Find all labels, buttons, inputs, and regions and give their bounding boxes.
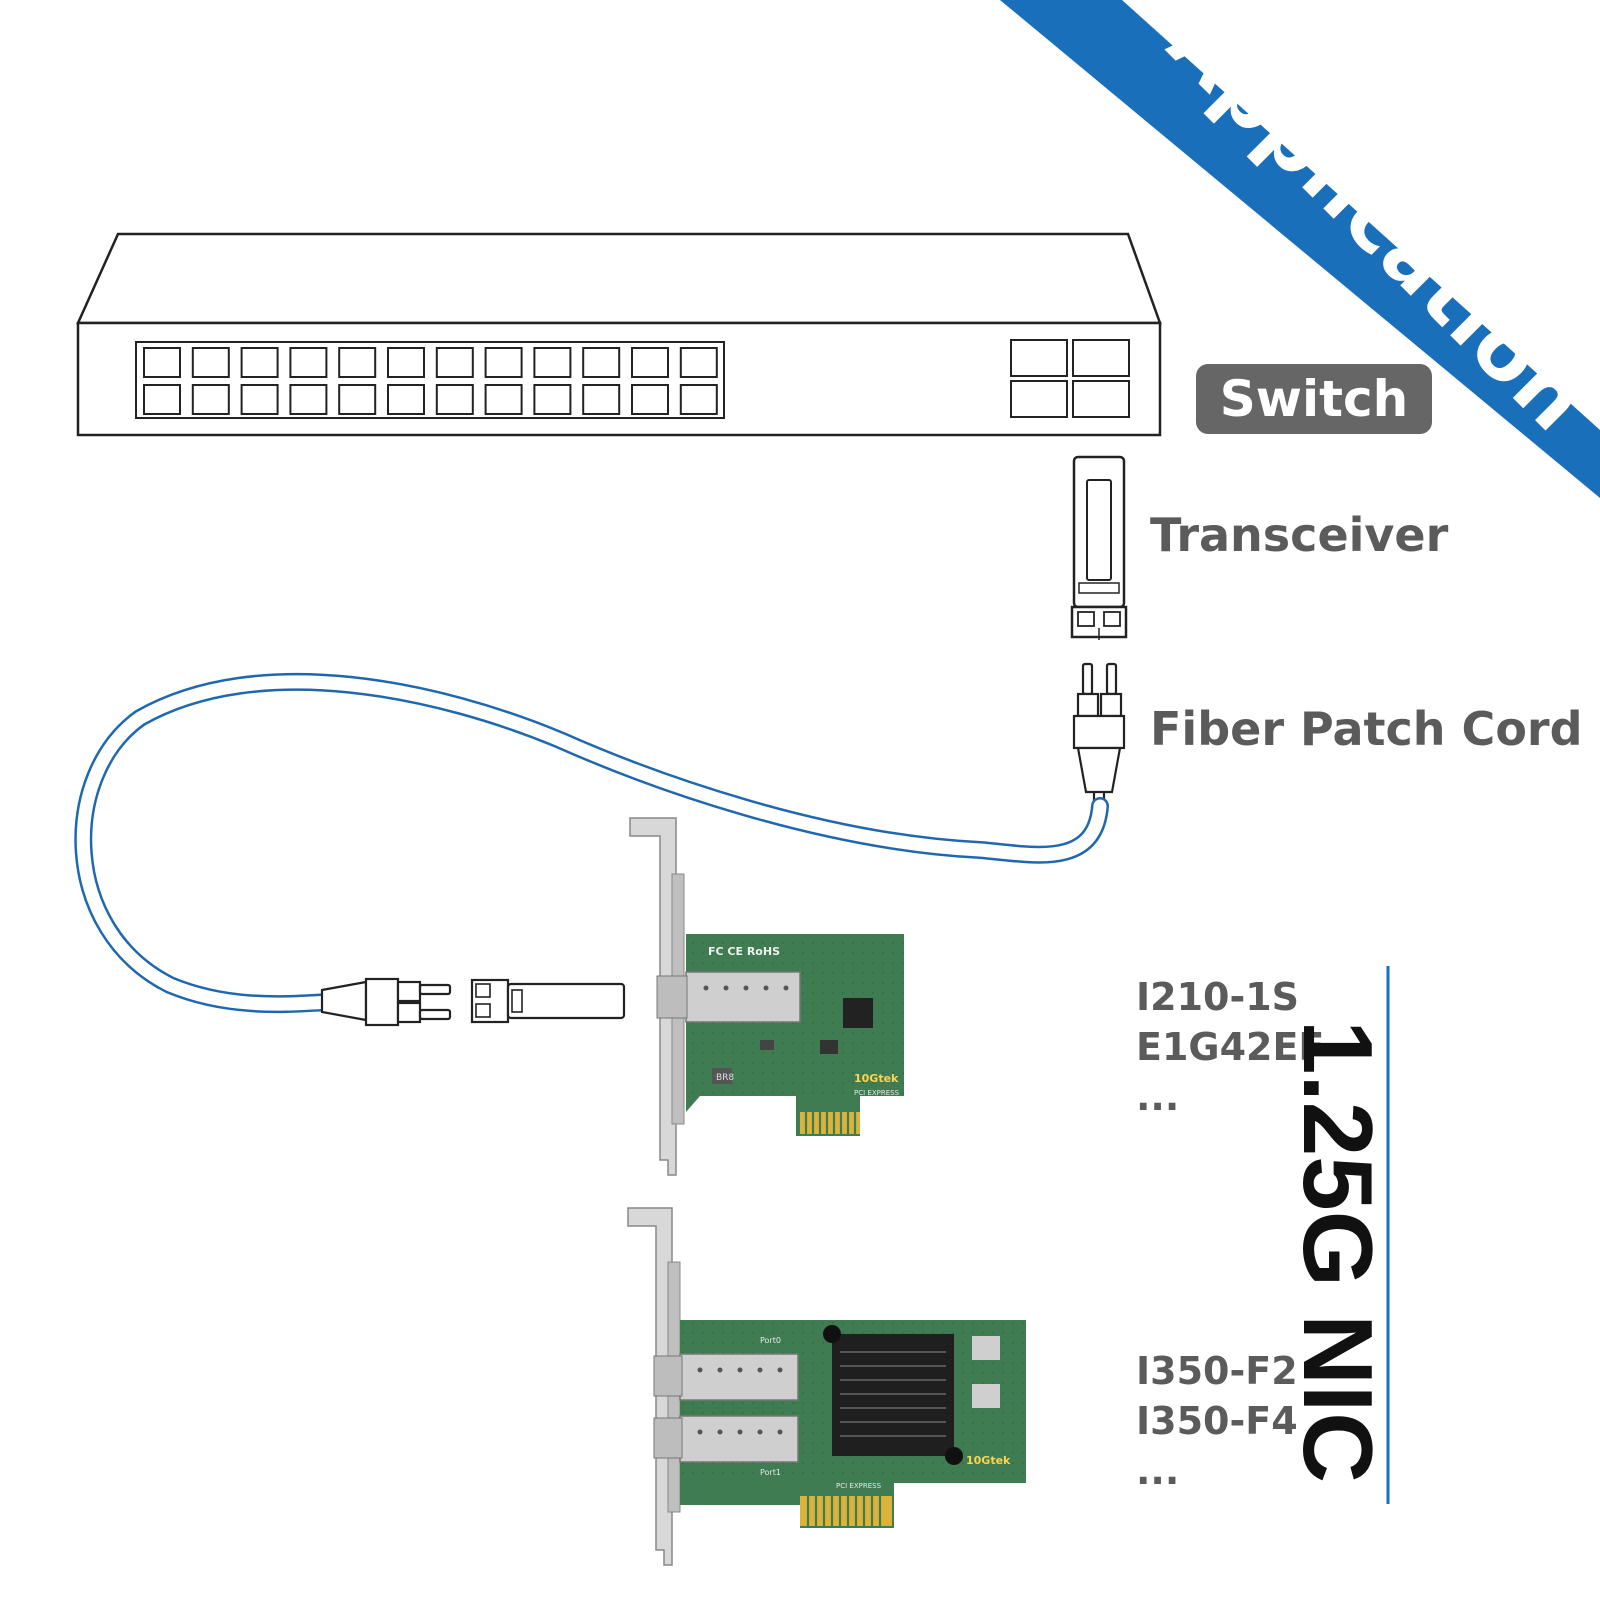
brand-mark: 10Gtek xyxy=(854,1072,899,1085)
switch-label: Switch xyxy=(1196,364,1432,434)
switch-port xyxy=(387,347,425,378)
nic-section-title: 1.25G NIC xyxy=(1283,1020,1393,1483)
switch-port xyxy=(679,347,718,378)
port1-mark: Port1 xyxy=(760,1468,781,1477)
transceiver-icon xyxy=(1070,455,1128,640)
switch-port xyxy=(289,384,328,415)
switch-port xyxy=(582,347,621,378)
switch-port xyxy=(240,347,279,378)
lc-connector-bottom-icon xyxy=(320,977,452,1027)
switch-port xyxy=(582,384,621,415)
bus-mark-2: PCI EXPRESS xyxy=(836,1482,882,1490)
switch-port xyxy=(338,347,377,378)
switch-port xyxy=(191,347,230,378)
card2-model-1: I350-F2 xyxy=(1136,1349,1298,1393)
transceiver-label: Transceiver xyxy=(1150,508,1449,562)
lc-connector-top-icon xyxy=(1072,662,1126,808)
switch-port xyxy=(143,384,181,415)
card1-model-2: E1G42EF xyxy=(1136,1025,1325,1069)
bus-mark: PCI EXPRESS xyxy=(854,1089,900,1097)
switch-port xyxy=(484,347,523,378)
switch-port xyxy=(191,384,230,415)
switch-port xyxy=(533,384,572,415)
switch-port xyxy=(240,384,279,415)
application-banner xyxy=(1000,0,1600,498)
card1-model-3: ... xyxy=(1136,1075,1180,1119)
card2-model-3: ... xyxy=(1136,1449,1180,1493)
card2-models: I350-F2 I350-F4 ... xyxy=(1136,1346,1298,1496)
port0-mark: Port0 xyxy=(760,1336,781,1345)
transceiver-horizontal-icon xyxy=(470,978,626,1024)
card1-model-1: I210-1S xyxy=(1136,975,1300,1019)
switch-port xyxy=(435,347,474,378)
card2-model-2: I350-F4 xyxy=(1136,1399,1298,1443)
switch-port xyxy=(289,347,328,378)
switch-port xyxy=(631,347,669,378)
card1-models: I210-1S E1G42EF ... xyxy=(1136,972,1324,1122)
switch-port xyxy=(387,384,425,415)
switch-port xyxy=(484,384,523,415)
heatsink-icon xyxy=(823,1325,963,1465)
fiber-patch-cord-cable xyxy=(74,672,1109,1014)
patch-cord-label: Fiber Patch Cord xyxy=(1150,702,1583,756)
brand-mark-2: 10Gtek xyxy=(966,1454,1011,1467)
switch-icon xyxy=(76,232,1162,437)
nic-card-single-port: BR8 FC CE RoHS 10Gtek PCI EXPRESS xyxy=(629,817,904,1176)
switch-port xyxy=(435,384,474,415)
cert-marks: FC CE RoHS xyxy=(708,945,780,958)
switch-port xyxy=(143,347,181,378)
nic-card-dual-port: Port0 Port1 10Gtek PCI EXPRESS xyxy=(627,1207,1026,1566)
switch-port xyxy=(679,384,718,415)
switch-port xyxy=(338,384,377,415)
chip-tag: BR8 xyxy=(716,1073,734,1083)
switch-port xyxy=(533,347,572,378)
switch-port xyxy=(631,384,669,415)
